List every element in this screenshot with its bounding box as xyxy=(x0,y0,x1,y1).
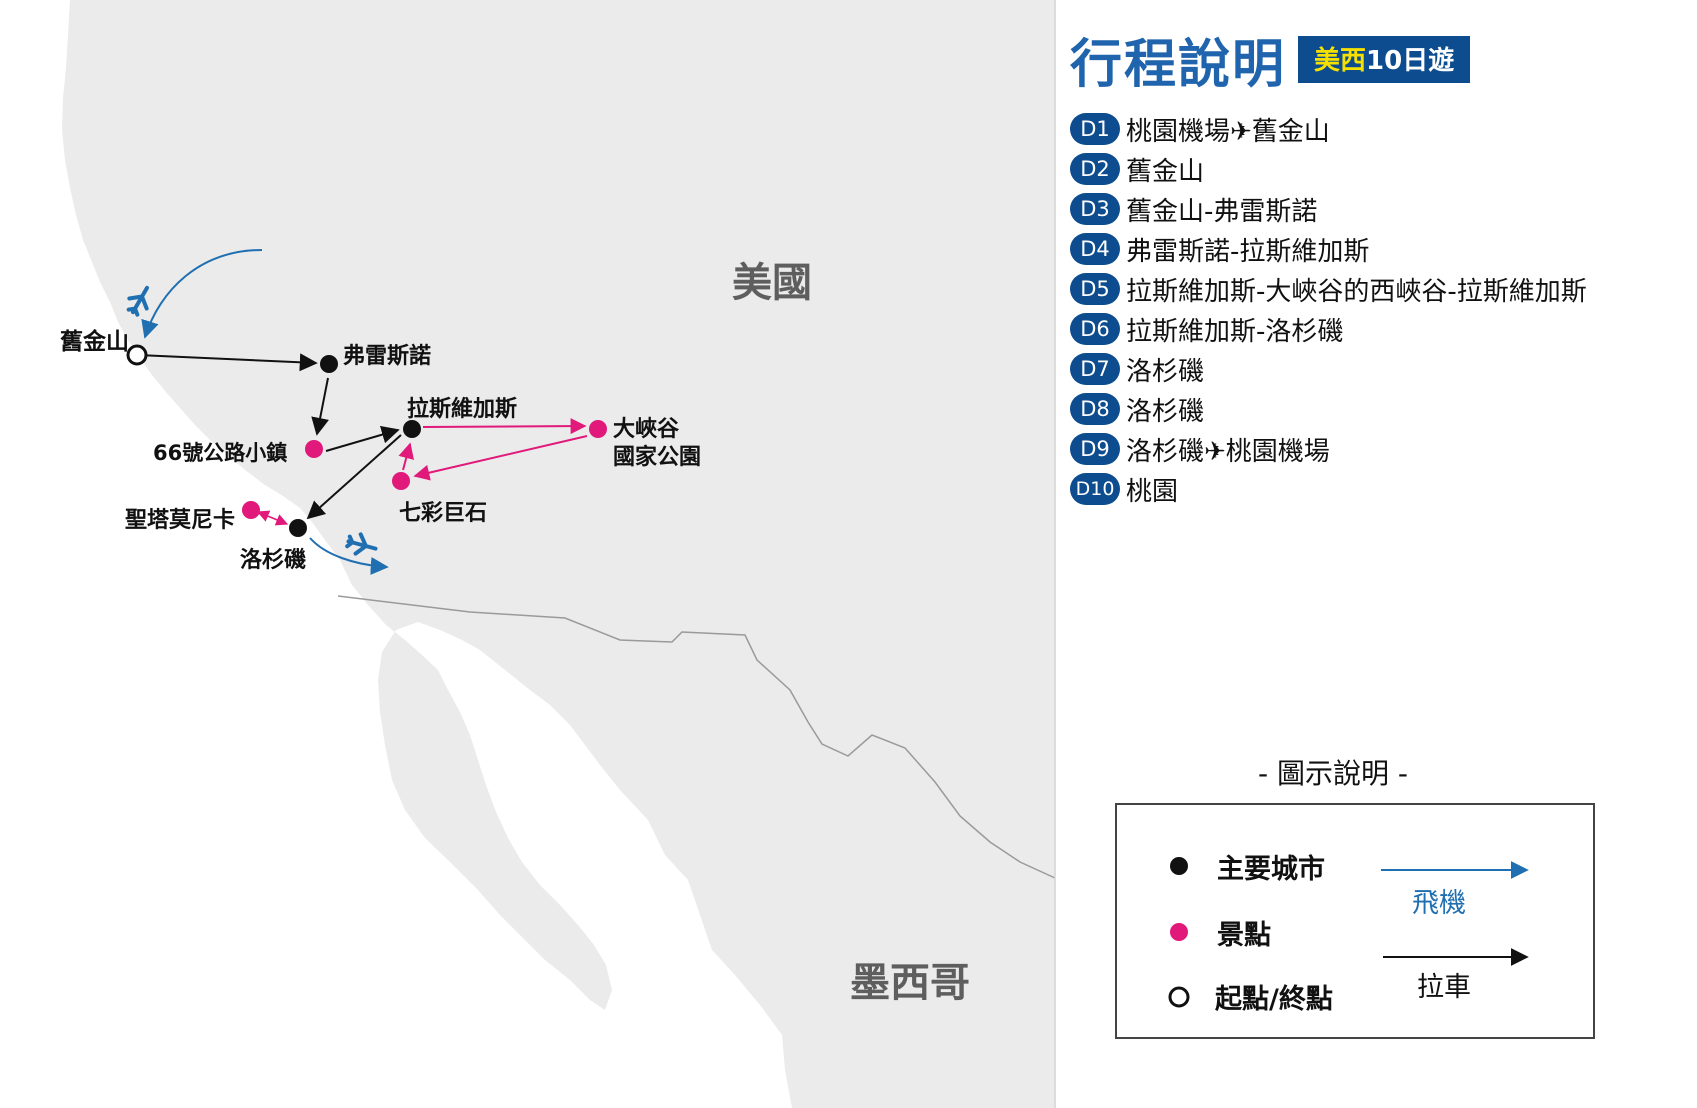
trip-badge-region: 美西 xyxy=(1314,46,1367,76)
flight-arrow-outbound xyxy=(309,537,389,575)
city-label-route66: 66號公路小鎮 xyxy=(153,441,288,465)
city-label-sf: 舊金山 xyxy=(60,329,129,355)
drive-sf-fresno xyxy=(137,353,318,372)
day-tag: D1 xyxy=(1070,113,1120,145)
trip-badge: 美西10日遊 xyxy=(1298,36,1471,83)
city-marker-fresno[interactable] xyxy=(320,355,338,373)
day-text: 舊金山 xyxy=(1126,156,1205,187)
city-label-sevenmagic: 七彩巨石 xyxy=(399,501,488,526)
city-label-santamonica: 聖塔莫尼卡 xyxy=(125,508,236,533)
side-sevenmagic-lasvegas xyxy=(398,442,414,471)
day-text: 洛杉磯✈桃園機場 xyxy=(1126,436,1330,467)
day-text: 舊金山-弗雷斯諾 xyxy=(1126,196,1318,227)
city-label-grandcanyon: 大峽谷 國家公園 xyxy=(613,417,702,470)
city-marker-lasvegas[interactable] xyxy=(403,420,421,438)
legend-symbols xyxy=(1168,857,1529,1008)
legend-label-start-end: 起點/終點 xyxy=(1215,984,1333,1015)
day-tag: D4 xyxy=(1070,233,1120,265)
day-text: 洛杉磯 xyxy=(1126,396,1205,427)
city-marker-santamonica[interactable] xyxy=(242,501,260,519)
city-label-la: 洛杉磯 xyxy=(240,548,307,573)
day-text: 洛杉磯 xyxy=(1126,356,1205,387)
panel-header: 行程說明 美西10日遊 xyxy=(1070,22,1690,97)
drive-lasvegas-la xyxy=(306,434,402,520)
usa-land xyxy=(62,0,1055,1108)
day-text: 拉斯維加斯-洛杉磯 xyxy=(1126,316,1344,347)
side-lasvegas-grandcanyon xyxy=(422,418,587,435)
city-marker-grandcanyon[interactable] xyxy=(589,420,607,438)
legend-label-attraction: 景點 xyxy=(1217,920,1271,951)
legend-main-city-dot xyxy=(1170,857,1188,875)
day-tag: D3 xyxy=(1070,193,1120,225)
country-label-mexico: 墨西哥 xyxy=(850,960,970,1006)
us-mexico-border xyxy=(337,595,1056,879)
day-text: 弗雷斯諾-拉斯維加斯 xyxy=(1126,236,1370,267)
city-marker-route66[interactable] xyxy=(305,440,323,458)
plane-icon xyxy=(126,285,149,317)
plane-icon xyxy=(345,532,378,556)
city-marker-la[interactable] xyxy=(289,519,307,537)
city-marker-sevenmagic[interactable] xyxy=(392,472,410,490)
day-tag: D9 xyxy=(1070,433,1120,465)
legend-label-drive: 拉車 xyxy=(1417,972,1471,1003)
city-label-fresno: 弗雷斯諾 xyxy=(343,344,432,369)
legend-start-end-dot xyxy=(1168,986,1190,1008)
side-grandcanyon-sevenmagic xyxy=(413,435,588,481)
day-tag: D10 xyxy=(1070,473,1120,505)
drive-fresno-route66 xyxy=(311,377,329,436)
day-tag: D8 xyxy=(1070,393,1120,425)
day-tag: D2 xyxy=(1070,153,1120,185)
legend-title: - 圖示說明 - xyxy=(1258,757,1409,790)
trip-badge-duration: 10日遊 xyxy=(1366,46,1455,76)
day-text: 拉斯維加斯-大峽谷的西峽谷-拉斯維加斯 xyxy=(1126,276,1587,307)
legend-label-main-city: 主要城市 xyxy=(1217,854,1325,885)
city-marker-sf[interactable] xyxy=(126,344,148,366)
side-santamonica-la xyxy=(256,510,289,526)
day-tag: D6 xyxy=(1070,313,1120,345)
day-tag: D7 xyxy=(1070,353,1120,385)
day-text: 桃園 xyxy=(1126,476,1179,507)
day-tag: D5 xyxy=(1070,273,1120,305)
legend-box: 主要城市 景點 起點/終點 飛機 拉車 xyxy=(1115,803,1595,1039)
country-label-usa: 美國 xyxy=(732,260,812,306)
city-label-lasvegas: 拉斯維加斯 xyxy=(407,397,518,422)
day-text: 桃園機場✈舊金山 xyxy=(1126,116,1330,147)
legend-attraction-dot xyxy=(1170,923,1188,941)
drive-route66-lasvegas xyxy=(325,425,400,452)
panel-title: 行程說明 xyxy=(1070,35,1287,95)
flight-arrow-inbound xyxy=(141,249,263,339)
legend-label-flight: 飛機 xyxy=(1412,888,1466,919)
